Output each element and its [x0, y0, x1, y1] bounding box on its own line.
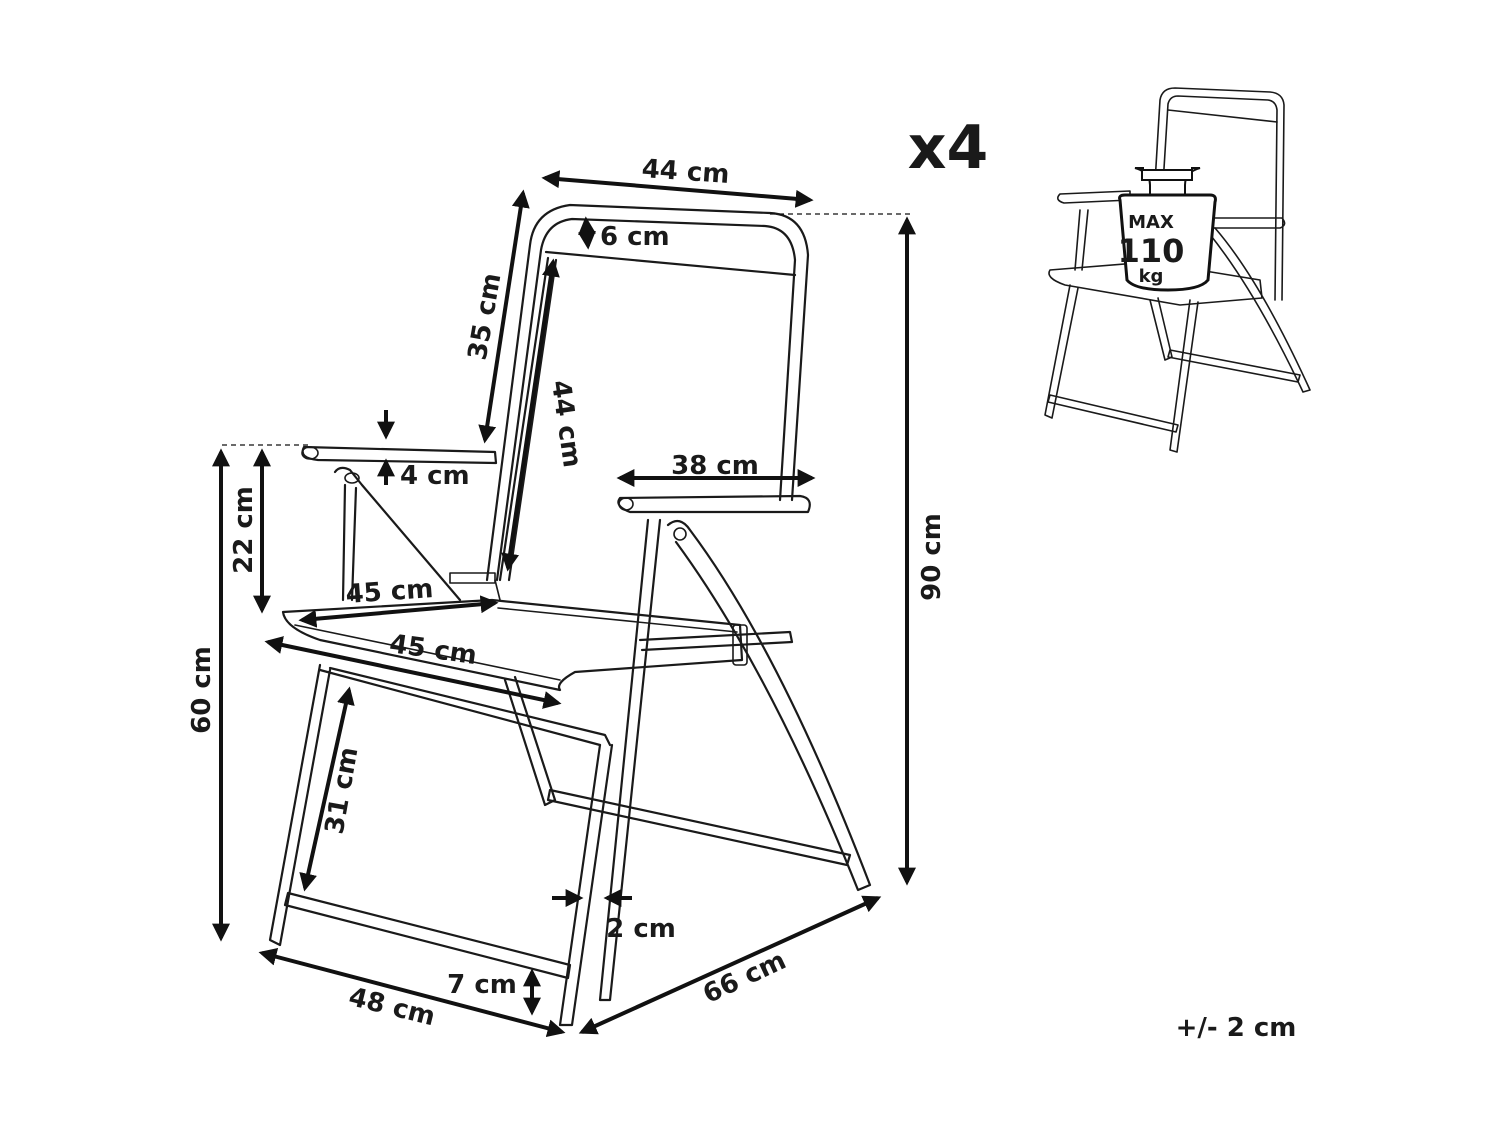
max-load-unit: kg [1139, 266, 1164, 287]
tube-diameter-label: 2 cm [606, 914, 676, 944]
max-load-label: MAX [1128, 212, 1174, 233]
backrest-length-label: 44 cm [545, 378, 587, 469]
seat-depth-back-label: 45 cm [345, 574, 435, 610]
base-depth-label: 66 cm [699, 946, 791, 1010]
seat-height-label: 60 cm [187, 646, 217, 734]
arm-above-seat-label: 22 cm [229, 486, 259, 574]
total-height-label: 90 cm [917, 513, 947, 601]
back-width-label: 44 cm [641, 154, 731, 190]
dimension-lines [212, 170, 916, 1038]
seat-depth-front-label: 45 cm [388, 629, 479, 671]
armrest-thickness-label: 4 cm [400, 461, 470, 491]
quantity-label: x4 [908, 113, 988, 183]
tolerance-label: +/- 2 cm [1176, 1013, 1297, 1043]
max-load-value: 110 [1118, 232, 1185, 270]
top-band-label: 6 cm [600, 222, 670, 252]
base-width-label: 48 cm [346, 982, 438, 1032]
small-chair-illustration [1044, 87, 1311, 453]
armrest-length-label: 38 cm [671, 451, 759, 481]
leg-height-label: 31 cm [320, 745, 365, 837]
foot-bar-height-label: 7 cm [447, 970, 517, 1000]
